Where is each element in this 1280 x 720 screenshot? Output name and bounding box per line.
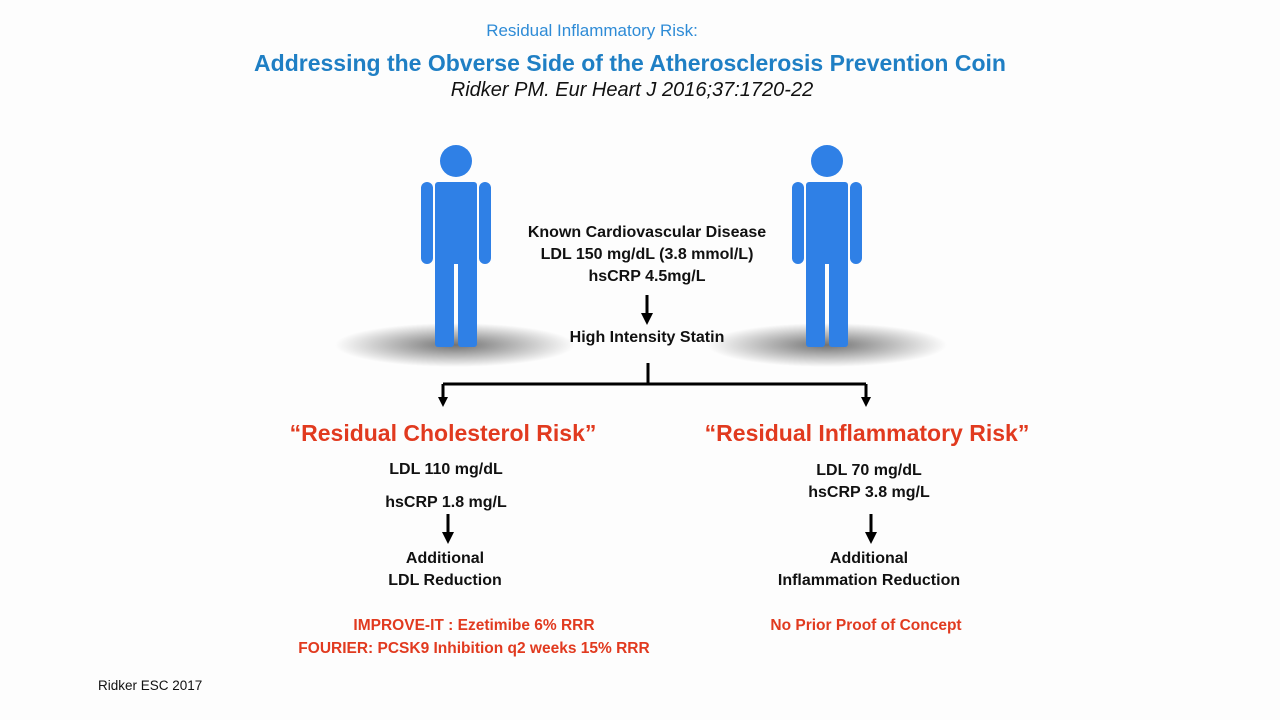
arrowhead-right-action [865, 532, 877, 544]
left-hscrp: hsCRP 1.8 mg/L [385, 494, 507, 511]
patient-line-2: LDL 150 mg/dL (3.8 mmol/L) [540, 246, 754, 263]
left-evidence: IMPROVE-IT : Ezetimibe 6% RRR FOURIER: P… [298, 614, 649, 660]
left-ldl: LDL 110 mg/dL [389, 461, 503, 478]
arrowhead-left-action [442, 532, 454, 544]
right-hscrp: hsCRP 3.8 mg/L [808, 484, 930, 501]
shadow-right [707, 323, 947, 367]
right-action-line-1: Additional [829, 550, 909, 567]
person-icon-left [421, 145, 491, 347]
footer-credit: Ridker ESC 2017 [98, 678, 203, 693]
branch-connector [441, 363, 868, 398]
treatment-label: High Intensity Statin [569, 329, 725, 346]
citation: Ridker PM. Eur Heart J 2016;37:1720-22 [450, 79, 814, 101]
left-branch-title: “Residual Cholesterol Risk” [289, 420, 597, 446]
arrowhead-right-branch [861, 397, 871, 407]
left-evidence-line-2: FOURIER: PCSK9 Inhibition q2 weeks 15% R… [298, 640, 650, 657]
right-ldl: LDL 70 mg/dL [816, 462, 922, 479]
right-action: Additional Inflammation Reduction [778, 548, 960, 592]
slide-title: Addressing the Obverse Side of the Ather… [254, 50, 1006, 76]
right-branch-title: “Residual Inflammatory Risk” [704, 420, 1030, 446]
arrowhead-left-branch [438, 397, 448, 407]
patient-line-3: hsCRP 4.5mg/L [588, 268, 706, 285]
supertitle: Residual Inflammatory Risk: [486, 21, 698, 40]
left-action: Additional LDL Reduction [388, 548, 501, 592]
left-action-line-1: Additional [405, 550, 485, 567]
patient-profile: Known Cardiovascular Disease LDL 150 mg/… [528, 222, 766, 288]
patient-line-1: Known Cardiovascular Disease [527, 224, 767, 241]
right-action-line-2: Inflammation Reduction [777, 572, 961, 589]
person-icon-right [792, 145, 862, 347]
right-evidence: No Prior Proof of Concept [770, 617, 962, 634]
shadow-left [335, 323, 575, 367]
arrowhead-to-statin [641, 313, 653, 325]
left-evidence-line-1: IMPROVE-IT : Ezetimibe 6% RRR [353, 617, 595, 634]
left-action-line-2: LDL Reduction [388, 572, 502, 589]
